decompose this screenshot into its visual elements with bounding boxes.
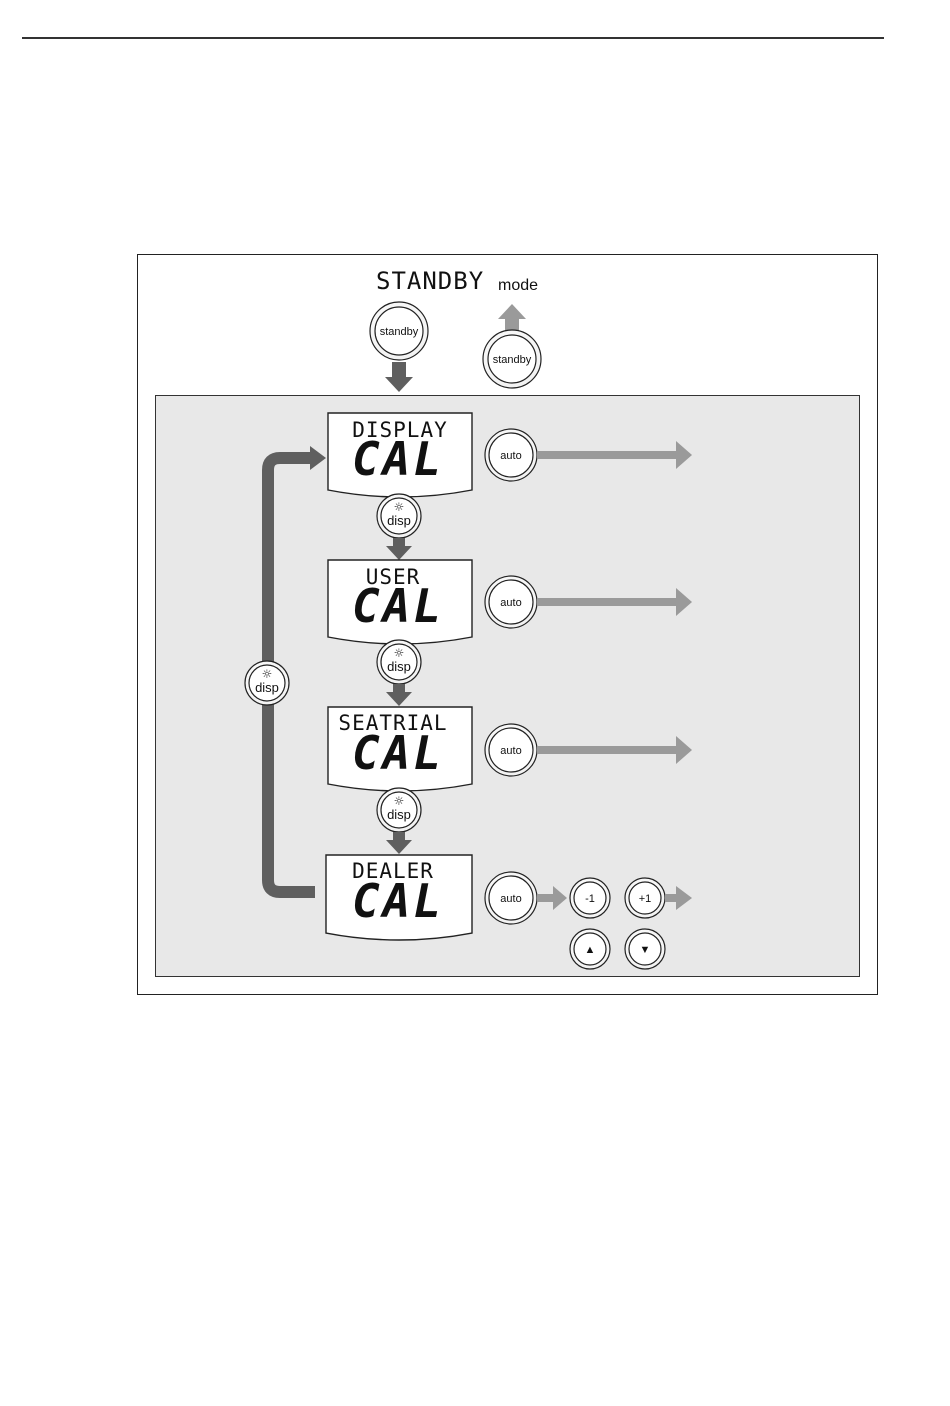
down-arrow-icon: ▼ [640,944,651,956]
user-auto-button[interactable]: auto [485,576,537,628]
dealer-auto-button[interactable]: auto [485,872,537,924]
user-auto-label: auto [500,597,521,609]
seatrial-down-arrow [386,832,412,854]
dealer-big-text: CAL [352,874,444,928]
dealer-auto-arrow [537,886,567,910]
seatrial-auto-button[interactable]: auto [485,724,537,776]
user-disp-button[interactable]: ☼ disp [377,640,421,684]
standby-exit-button[interactable]: standby [483,330,541,388]
lcd-screen-user: USER CAL [328,560,472,644]
standby-enter-label: standby [380,326,419,338]
display-disp-button[interactable]: ☼ disp [377,494,421,538]
user-down-arrow [386,684,412,706]
dealer-auto-label: auto [500,893,521,905]
minus-one-label: -1 [585,893,595,905]
seatrial-auto-label: auto [500,745,521,757]
lcd-screen-seatrial: SEATRIAL CAL [328,707,472,791]
seatrial-disp-label: disp [387,807,411,822]
display-auto-arrow [537,441,692,469]
user-big-text: CAL [352,579,444,633]
display-disp-label: disp [387,513,411,528]
standby-enter-arrow [385,362,413,392]
sun-icon: ☼ [394,500,405,514]
user-disp-label: disp [387,659,411,674]
dealer-adjust-arrow [665,886,692,910]
mode-suffix-text: mode [498,277,538,294]
display-auto-label: auto [500,450,521,462]
standby-exit-label: standby [493,354,532,366]
plus-one-label: +1 [639,893,652,905]
display-big-text: CAL [352,432,444,486]
seatrial-disp-button[interactable]: ☼ disp [377,788,421,832]
seatrial-auto-arrow [537,736,692,764]
lcd-screen-display: DISPLAY CAL [328,413,472,497]
up-button[interactable]: ▲ [570,929,610,969]
loop-disp-label: disp [255,680,279,695]
seatrial-big-text: CAL [352,726,444,780]
lcd-screen-dealer: DEALER CAL [326,855,472,940]
mode-title-text: STANDBY [376,267,484,295]
display-down-arrow [386,538,412,560]
down-button[interactable]: ▼ [625,929,665,969]
up-arrow-icon: ▲ [585,944,596,956]
plus-one-button[interactable]: +1 [625,878,665,918]
sun-icon: ☼ [394,794,405,808]
standby-enter-button[interactable]: standby [370,302,428,360]
minus-one-button[interactable]: -1 [570,878,610,918]
sun-icon: ☼ [262,667,273,681]
user-auto-arrow [537,588,692,616]
display-auto-button[interactable]: auto [485,429,537,481]
loop-disp-button[interactable]: ☼ disp [245,661,289,705]
standby-mode-title: STANDBY mode [376,267,538,295]
sun-icon: ☼ [394,646,405,660]
